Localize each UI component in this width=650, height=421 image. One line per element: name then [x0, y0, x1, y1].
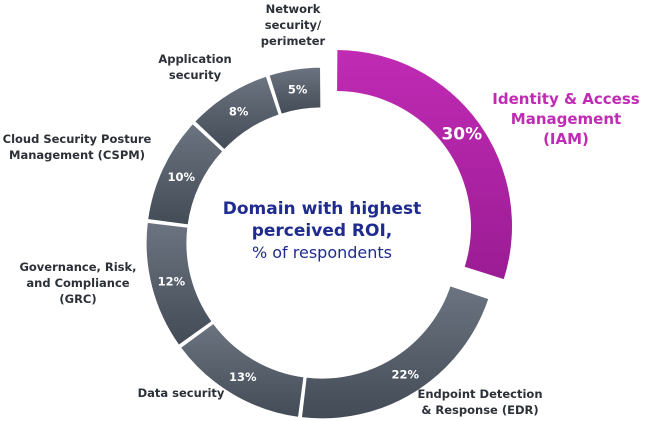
value-label-application-security: 8%: [229, 105, 249, 119]
slice-arc-application-security: [193, 75, 281, 151]
slice-arc-identity-access-management-iam: [337, 50, 513, 280]
slice-arc-endpoint-detection-response-edr: [300, 284, 490, 420]
value-label-identity-access-management-iam: 30%: [441, 125, 482, 145]
slice-application-security: [193, 75, 281, 151]
donut-slices: [145, 50, 513, 420]
slice-arc-cloud-security-posture-management-cspm: [146, 122, 224, 226]
value-label-endpoint-detection-response-edr: 22%: [392, 367, 420, 381]
category-label-governance-risk-and-compliance-grc: Governance, Risk,and Compliance(GRC): [19, 260, 136, 306]
center-title-line-1: Domain with highest: [223, 199, 421, 219]
slice-arc-data-security: [179, 322, 305, 419]
slice-arc-network-security-perimeter: [268, 66, 322, 116]
value-label-cloud-security-posture-management-cspm: 10%: [168, 170, 196, 184]
value-label-data-security: 13%: [229, 370, 257, 384]
slice-network-security-perimeter: [268, 66, 322, 116]
slice-cloud-security-posture-management-cspm: [146, 122, 224, 226]
center-subtitle: % of respondents: [252, 243, 392, 262]
slice-governance-risk-and-compliance-grc: [145, 221, 213, 347]
value-labels: 30% 22% 13% 12% 10% 8% 5%: [158, 82, 483, 383]
slice-arc-governance-risk-and-compliance-grc: [145, 221, 213, 347]
value-label-governance-risk-and-compliance-grc: 12%: [158, 275, 186, 289]
category-label-endpoint-detection-response-edr: Endpoint Detection& Response (EDR): [417, 387, 542, 417]
center-title-line-2: perceived ROI,: [252, 221, 393, 241]
value-label-network-security-perimeter: 5%: [288, 82, 308, 96]
category-label-data-security: Data security: [138, 386, 225, 400]
slice-identity-access-management-iam: [337, 50, 513, 280]
slice-endpoint-detection-response-edr: [300, 284, 490, 420]
slice-data-security: [179, 322, 305, 419]
